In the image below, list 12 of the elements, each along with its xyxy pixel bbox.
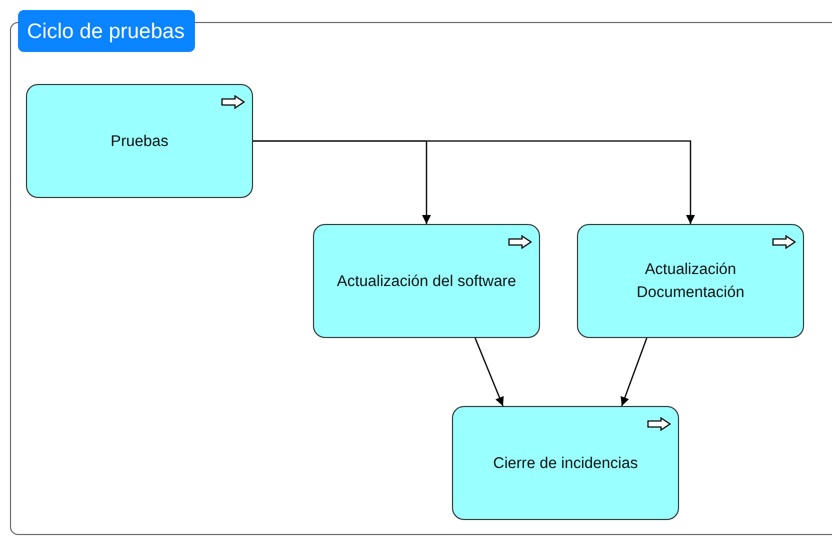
node-label: Actualización del software: [336, 272, 516, 292]
process-box: [452, 406, 679, 520]
arrow: [253, 140, 695, 224]
node-label: Cierre de incidencias: [493, 454, 638, 474]
group-title-tab: Ciclo de pruebas: [18, 10, 195, 52]
process-box: [577, 224, 804, 338]
process-box: [313, 224, 540, 338]
arrow: [474, 338, 504, 406]
node-label: Actualización Documentación: [636, 260, 746, 303]
arrow: [620, 338, 648, 406]
process-box: [26, 84, 253, 198]
node-label: Pruebas: [110, 132, 168, 152]
